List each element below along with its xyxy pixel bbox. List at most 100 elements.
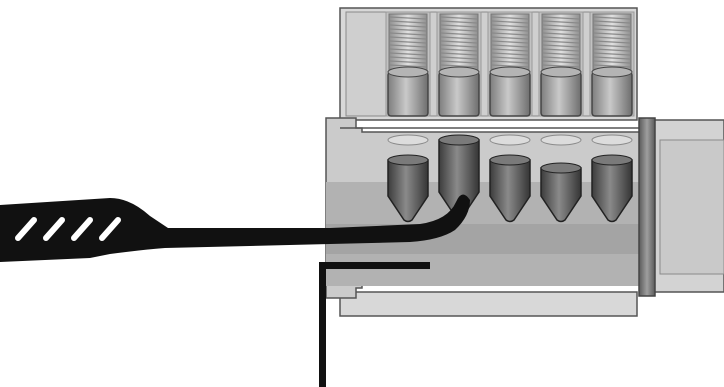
key-pin-top — [540, 162, 582, 174]
key-pin-bore-top — [489, 134, 531, 146]
spring-coil — [491, 52, 529, 56]
spring-coil — [389, 56, 427, 60]
spring-coil — [389, 48, 427, 52]
lock-rear-section — [651, 119, 724, 293]
spring-coil — [542, 48, 580, 52]
spring-coil — [389, 20, 427, 24]
spring-coil — [440, 28, 478, 32]
key-pin — [540, 167, 582, 223]
spring-coil — [389, 44, 427, 48]
key-pin — [489, 159, 531, 223]
spring-coil — [389, 60, 427, 64]
spring-coil — [440, 60, 478, 64]
lock-plug — [325, 117, 641, 299]
key-pin-top — [591, 154, 633, 166]
pin-stack-3 — [487, 11, 533, 223]
driver-pin — [540, 71, 582, 117]
driver-pin-top — [387, 66, 429, 78]
spring-coil — [440, 24, 478, 28]
spring-coil — [542, 40, 580, 44]
spring-coil — [491, 32, 529, 36]
spring-coil — [491, 60, 529, 64]
pin-stacks — [385, 11, 635, 223]
spring-coil — [389, 32, 427, 36]
driver-pin-top — [540, 66, 582, 78]
spring-coil — [542, 36, 580, 40]
spring-coil — [491, 44, 529, 48]
spring-coil — [440, 52, 478, 56]
driver-pin — [489, 71, 531, 117]
spring-coil — [542, 16, 580, 20]
key-pin-bore-top — [540, 134, 582, 146]
driver-pin-top — [591, 66, 633, 78]
spring-coil — [593, 24, 631, 28]
spring-coil — [440, 20, 478, 24]
spring-coil — [491, 56, 529, 60]
key-pin-top — [438, 134, 480, 146]
spring-coil — [491, 40, 529, 44]
spring-coil — [440, 32, 478, 36]
rear-inner-panel — [659, 139, 724, 275]
spring-coil — [593, 64, 631, 68]
spring-coil — [389, 16, 427, 20]
spring-coil — [593, 28, 631, 32]
key-pin-bore-top — [591, 134, 633, 146]
spring-coil — [593, 36, 631, 40]
spring-coil — [440, 64, 478, 68]
spring-coil — [491, 24, 529, 28]
pin-stack-4 — [538, 11, 584, 223]
spring-coil — [389, 52, 427, 56]
pin-stack-1 — [385, 11, 431, 223]
housing-bottom-block — [339, 291, 638, 317]
spring-coil — [593, 56, 631, 60]
spring-coil — [542, 28, 580, 32]
pick-handle-grip-lines — [15, 217, 121, 241]
spring-coil — [593, 40, 631, 44]
spring-coil — [491, 64, 529, 68]
spring-coil — [542, 60, 580, 64]
spring-coil — [593, 32, 631, 36]
pin-stack-5 — [589, 11, 635, 223]
spring-coil — [491, 28, 529, 32]
spring-coil — [389, 40, 427, 44]
spring-coil — [593, 60, 631, 64]
spring-coil — [491, 20, 529, 24]
spring-coil — [491, 48, 529, 52]
key-pin — [591, 159, 633, 223]
spring-coil — [389, 36, 427, 40]
driver-pin — [387, 71, 429, 117]
spring-coil — [542, 64, 580, 68]
spring-coil — [491, 36, 529, 40]
spring-coil — [491, 16, 529, 20]
pin-stack-2 — [436, 11, 482, 219]
spring-coil — [542, 52, 580, 56]
spring-coil — [593, 20, 631, 24]
key-pin — [387, 159, 429, 223]
spring-coil — [593, 16, 631, 20]
spring-coil — [440, 36, 478, 40]
spring-coil — [542, 56, 580, 60]
spring-coil — [389, 28, 427, 32]
spring-coil — [389, 64, 427, 68]
spring-coil — [593, 44, 631, 48]
hook-pick — [0, 194, 470, 262]
spring-coil — [542, 24, 580, 28]
driver-pin-top — [489, 66, 531, 78]
retaining-ring — [638, 117, 656, 297]
key-pin-top — [387, 154, 429, 166]
key-pin-top — [489, 154, 531, 166]
key-pin-bore-top — [387, 134, 429, 146]
spring-coil — [440, 16, 478, 20]
spring-coil — [542, 32, 580, 36]
driver-pin — [438, 71, 480, 117]
driver-pin-top — [438, 66, 480, 78]
spring-coil — [593, 48, 631, 52]
spring-coil — [440, 40, 478, 44]
spring-coil — [389, 24, 427, 28]
spring-coil — [542, 44, 580, 48]
spring-coil — [593, 52, 631, 56]
driver-pin — [591, 71, 633, 117]
spring-coil — [542, 20, 580, 24]
